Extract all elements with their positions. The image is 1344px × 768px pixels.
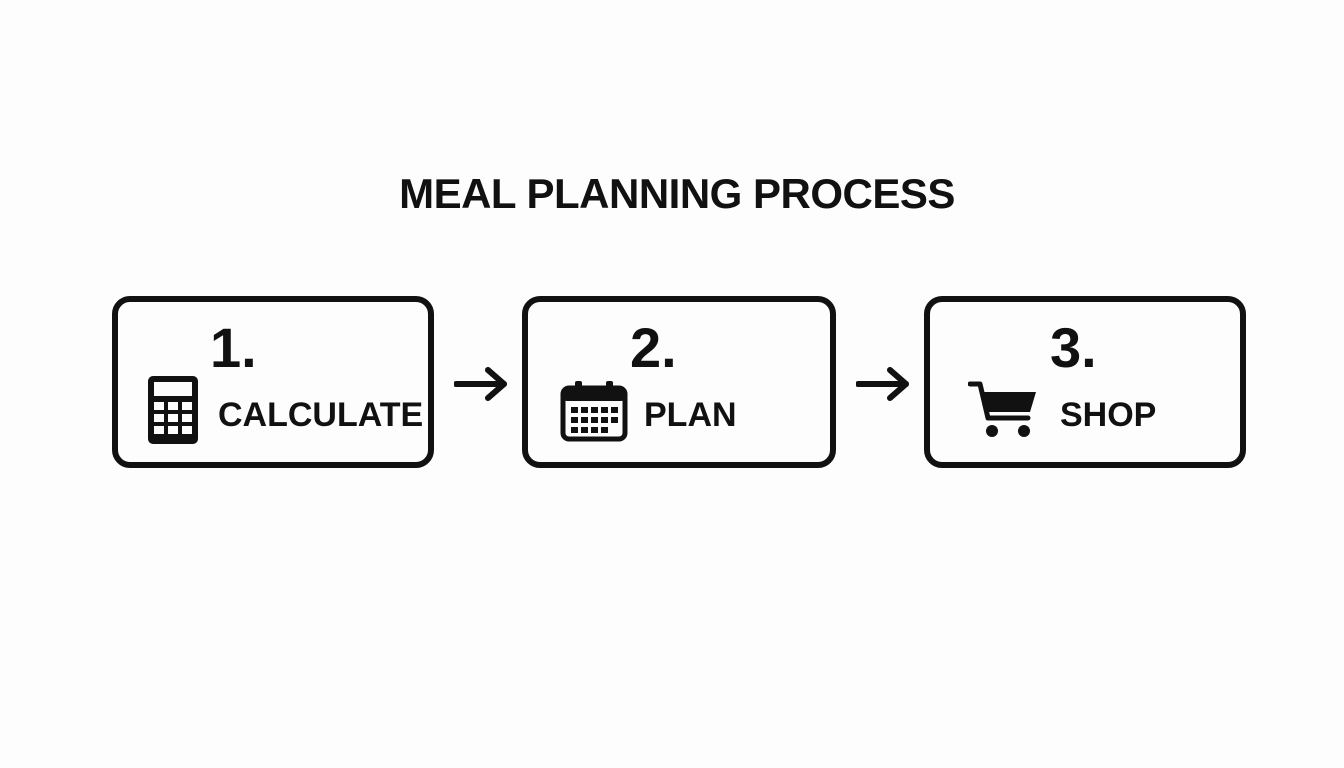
step-label: CALCULATE <box>218 396 424 434</box>
step-plan: 2. PLAN <box>522 296 836 468</box>
arrow-right-icon <box>454 367 507 401</box>
calendar-icon <box>560 381 628 442</box>
step-number: 2. <box>630 316 677 379</box>
step-number: 1. <box>210 316 257 379</box>
step-shop: 3. SHOP <box>924 296 1246 468</box>
step-number: 3. <box>1050 316 1097 379</box>
step-label: SHOP <box>1060 396 1157 434</box>
arrow-right-icon <box>856 367 909 401</box>
step-label: PLAN <box>644 396 737 434</box>
shopping-cart-icon <box>968 381 1036 437</box>
diagram-title: MEAL PLANNING PROCESS <box>399 170 955 217</box>
step-calculate: 1. CALCULATE <box>112 296 434 468</box>
calculator-icon <box>148 376 198 444</box>
